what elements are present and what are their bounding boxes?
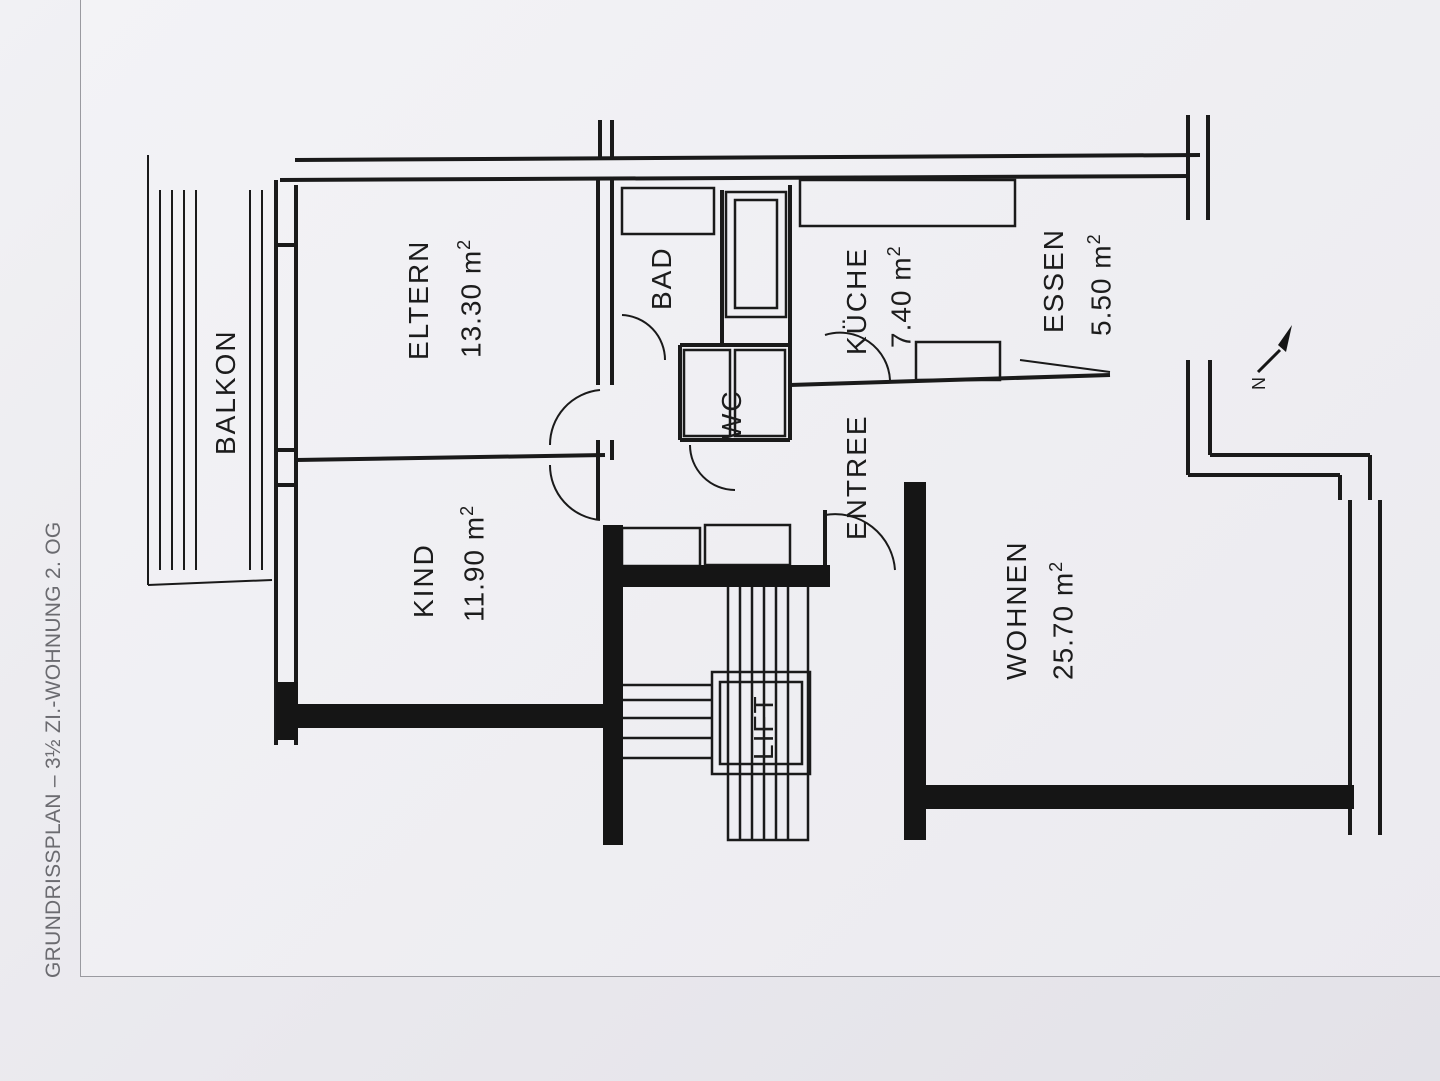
outer-wall-left xyxy=(274,180,298,745)
room-area-eltern: 13.30 m2 xyxy=(454,238,487,358)
interior-walls xyxy=(295,180,1111,570)
lift-label: LIFT xyxy=(748,694,779,760)
door-swings xyxy=(548,314,1111,571)
room-label-kind: KIND xyxy=(408,543,439,618)
outer-wall-right xyxy=(1186,360,1382,835)
room-label-entree: ENTREE xyxy=(841,414,872,540)
room-label-wohnen: WOHNEN xyxy=(1001,540,1032,680)
room-label-essen: ESSEN xyxy=(1038,228,1069,333)
north-mark-label: N xyxy=(1249,375,1269,390)
room-area-essen: 5.50 m2 xyxy=(1084,233,1117,336)
staircase xyxy=(620,523,812,842)
bathroom-fixtures xyxy=(620,186,788,438)
room-label-balkon: BALKON xyxy=(210,329,241,455)
north-arrow-icon xyxy=(1256,325,1292,374)
room-label-eltern: ELTERN xyxy=(403,239,434,360)
room-label-kueche: KÜCHE xyxy=(841,246,872,355)
room-area-wohnen: 25.70 m2 xyxy=(1046,560,1079,680)
room-label-bad: BAD xyxy=(646,246,677,310)
plan-frame xyxy=(80,0,1440,977)
outer-wall-top xyxy=(279,115,1210,220)
room-area-kind: 11.90 m2 xyxy=(457,504,490,622)
kitchen-counter xyxy=(798,178,1017,382)
balcony xyxy=(147,155,273,586)
room-area-kueche: 7.40 m2 xyxy=(884,245,917,348)
load-bearing-walls xyxy=(276,482,1354,845)
room-label-wc: WC xyxy=(716,389,747,440)
